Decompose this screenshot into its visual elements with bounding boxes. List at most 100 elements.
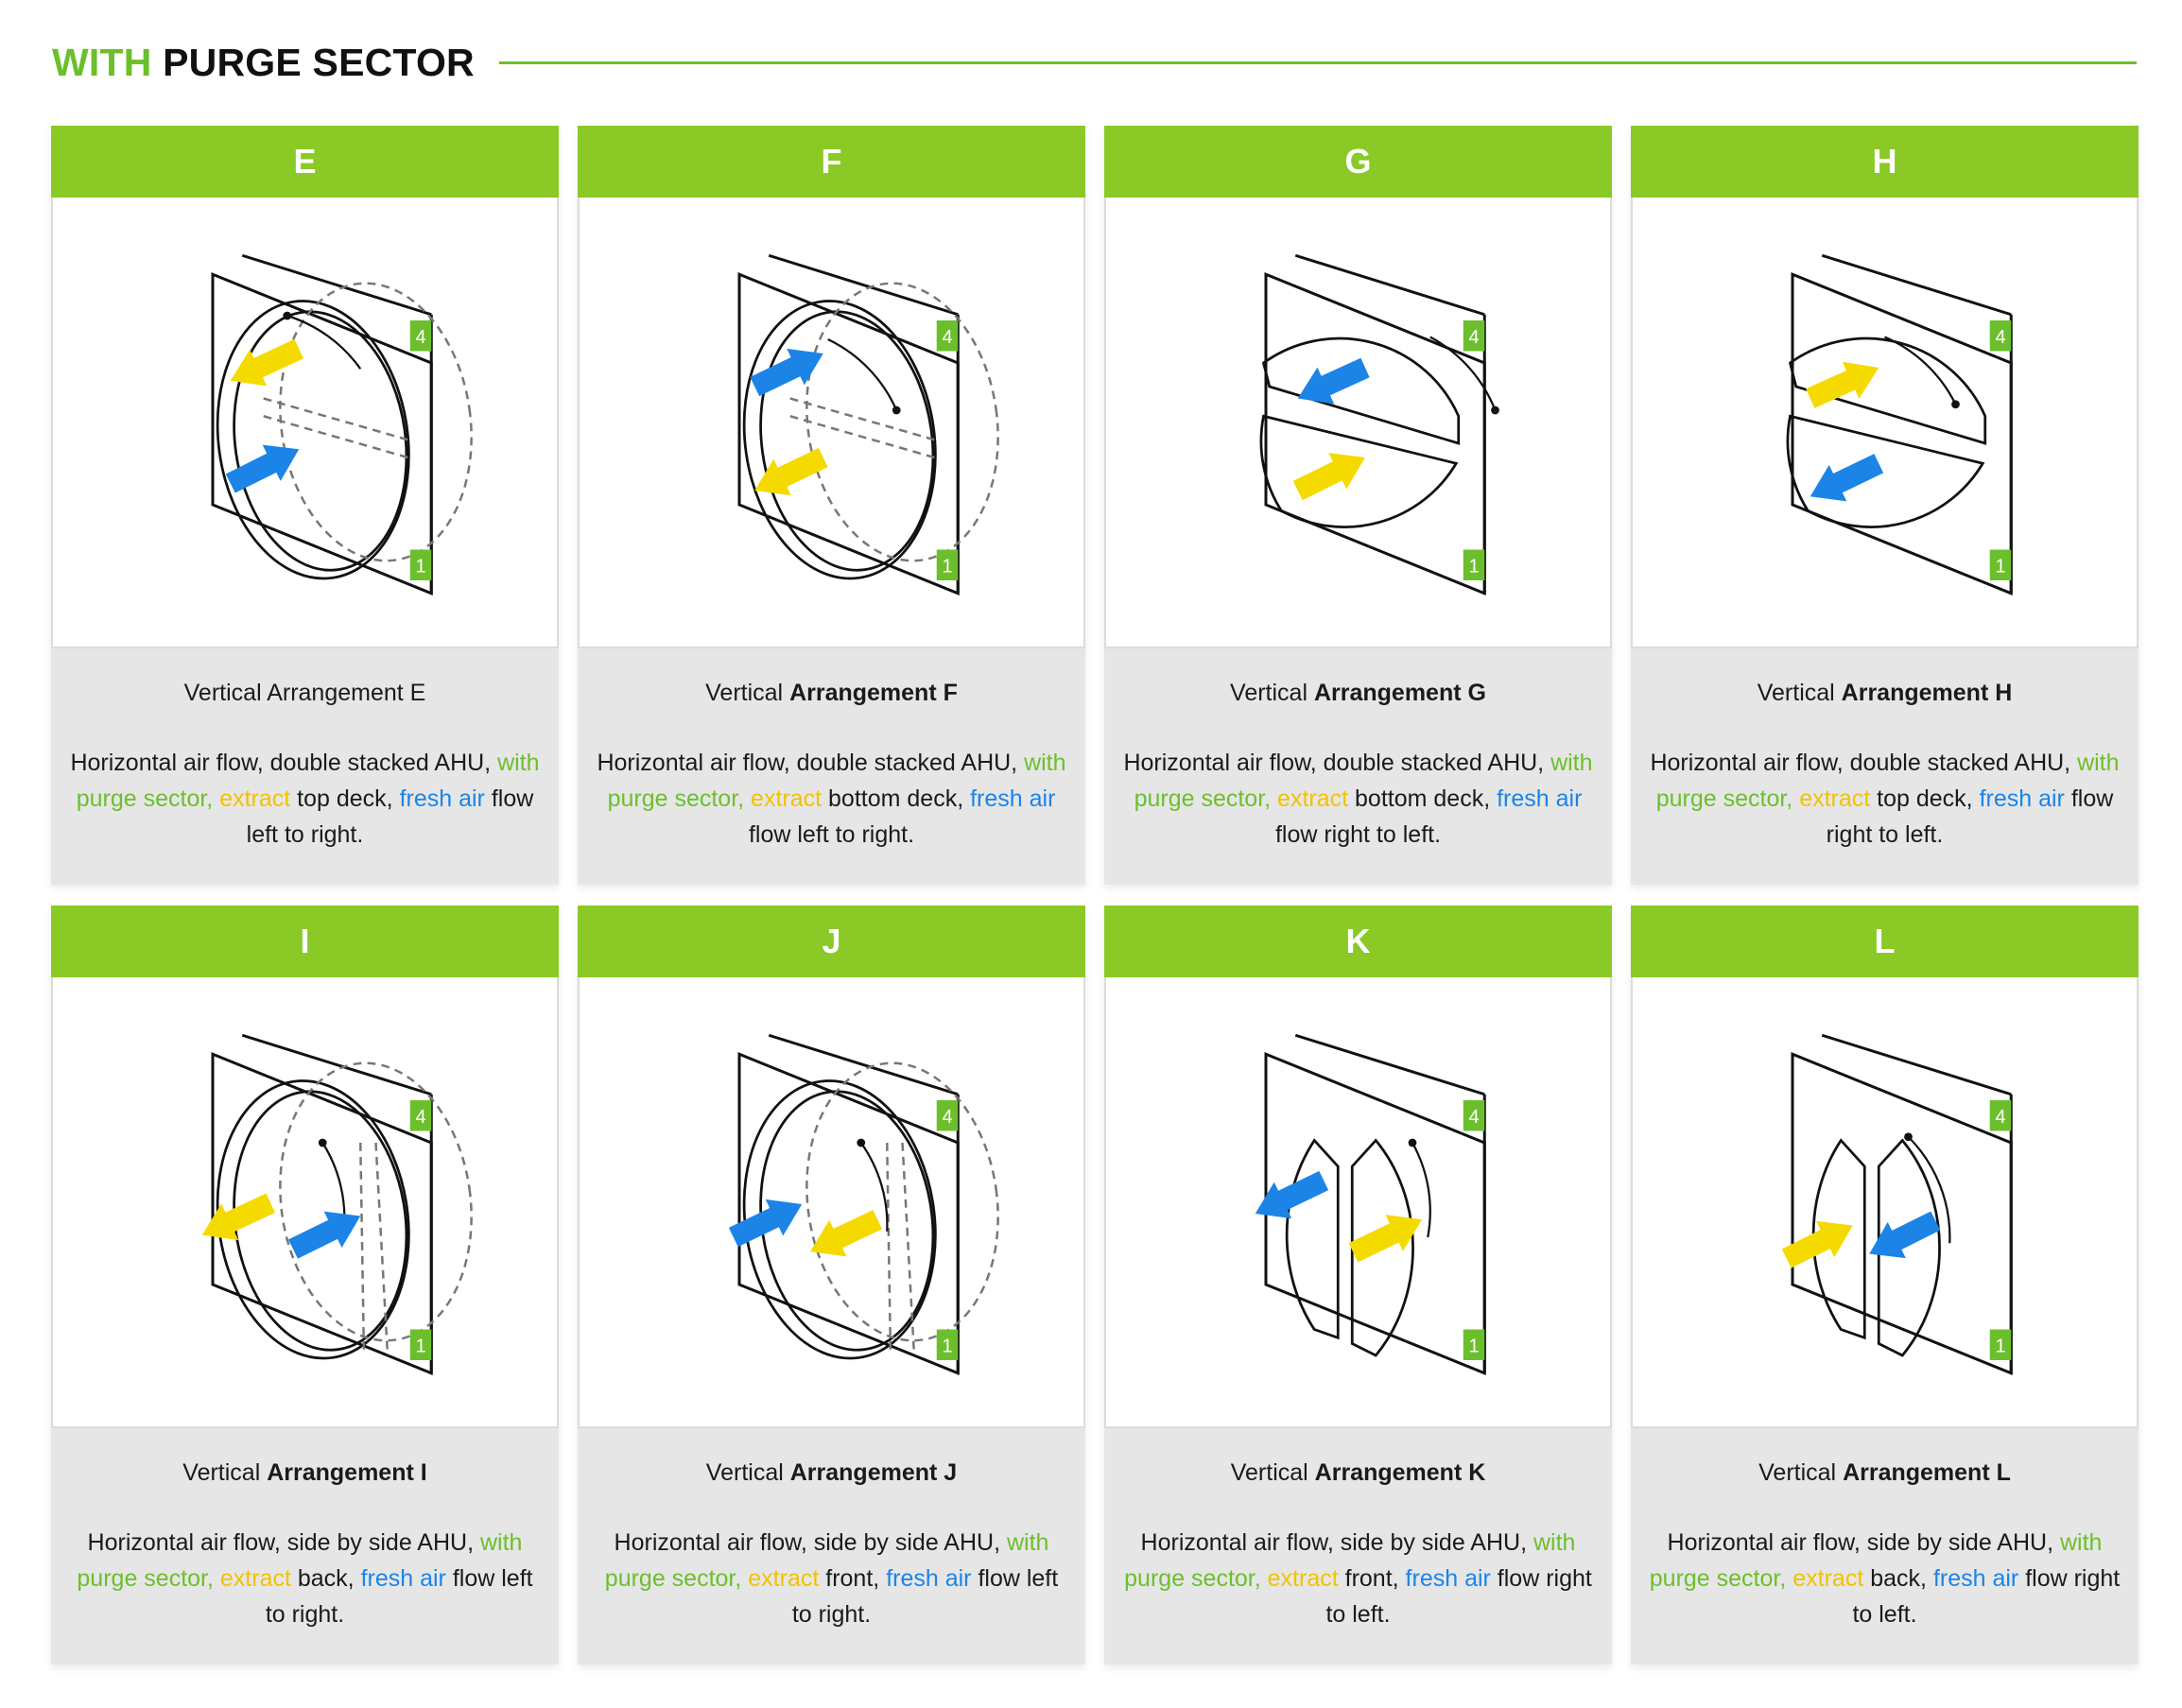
- ahu-diagram: 41: [1781, 1033, 2013, 1375]
- card-title-pre: Vertical: [1758, 1459, 1844, 1486]
- diagram-group: 41: [1781, 1033, 2013, 1375]
- card-text: Vertical Arrangement H Horizontal air fl…: [1631, 648, 2139, 853]
- rotation-arrow: [1411, 1142, 1431, 1238]
- desc-fresh-air: fresh air: [1932, 1565, 2019, 1592]
- desc-fresh-air: fresh air: [970, 785, 1056, 812]
- card-letter: E: [293, 142, 317, 181]
- section-divider: [498, 60, 2137, 64]
- desc-purge: with purge sector,: [604, 1529, 1049, 1592]
- card-header: H: [1631, 126, 2139, 198]
- housing-top-edge: [1821, 253, 2012, 317]
- rotor-bottom-half: [1259, 414, 1459, 528]
- desc-fresh-air: fresh air: [399, 785, 485, 812]
- desc-part-3: flow right to left.: [1325, 1565, 1592, 1628]
- badge-1: 1: [936, 1329, 959, 1360]
- card-letter: H: [1872, 142, 1897, 181]
- desc-extract: extract: [219, 1565, 291, 1592]
- blue-flow-arrow: [1297, 357, 1370, 405]
- diagram-group: 41: [737, 253, 999, 595]
- badge-4-label: 4: [415, 327, 425, 348]
- desc-part-3: flow left to right.: [246, 785, 534, 848]
- yellow-flow-arrow: [1781, 1220, 1853, 1268]
- blue-flow-arrow: [1255, 1170, 1329, 1219]
- rotor-top-half: [1261, 336, 1461, 445]
- desc-part-1: Horizontal air flow, side by side AHU,: [1667, 1529, 2060, 1556]
- desc-part-2: back,: [1863, 1565, 1933, 1592]
- card-description: Horizontal air flow, side by side AHU, w…: [66, 1525, 544, 1632]
- desc-purge: with purge sector,: [1124, 1529, 1576, 1592]
- desc-fresh-air: fresh air: [360, 1565, 446, 1592]
- card-description: Horizontal air flow, double stacked AHU,…: [593, 745, 1070, 853]
- yellow-flow-arrow: [1348, 1215, 1422, 1263]
- purge-sector-dashed: [359, 1142, 390, 1356]
- card-header: K: [1104, 906, 1612, 977]
- ahu-diagram: 41: [1255, 1033, 1486, 1375]
- card-header: L: [1631, 906, 2139, 977]
- purge-sector-dashed: [263, 397, 408, 459]
- card-title-pre: Vertical: [182, 1459, 268, 1486]
- desc-part-3: flow left to right.: [265, 1565, 533, 1628]
- card-title-bold: Arrangement L: [1843, 1459, 2011, 1486]
- section-title-accent: WITH: [52, 40, 152, 84]
- badge-4-label: 4: [1995, 327, 2005, 348]
- card-title: Vertical Arrangement K: [1119, 1455, 1597, 1491]
- card-description: Horizontal air flow, double stacked AHU,…: [1646, 745, 2123, 853]
- arrangement-card-h: H 4 1 Vertical Arrangement H Horizontal a…: [1631, 126, 2139, 885]
- card-letter: J: [822, 922, 841, 960]
- badge-4-label: 4: [1995, 1107, 2005, 1128]
- card-title: Vertical Arrangement I: [66, 1455, 544, 1491]
- card-title-bold: Arrangement H: [1841, 680, 2013, 706]
- purge-sector-dashed: [789, 397, 935, 459]
- badge-1: 1: [1989, 549, 2012, 580]
- card-text: Vertical Arrangement L Horizontal air fl…: [1631, 1428, 2139, 1632]
- rotor-back-dashed: [805, 1061, 999, 1342]
- yellow-flow-arrow: [810, 1210, 883, 1257]
- desc-part-2: front,: [1338, 1565, 1406, 1592]
- badge-1: 1: [409, 1329, 432, 1360]
- badge-1-label: 1: [942, 1336, 952, 1356]
- card-title: Vertical Arrangement L: [1646, 1455, 2123, 1491]
- badge-1: 1: [936, 549, 959, 580]
- rotation-arrow: [827, 337, 898, 411]
- card-title-pre: Vertical: [705, 1459, 790, 1486]
- rotor-right-half: [1350, 1138, 1414, 1357]
- desc-extract: extract: [1792, 1565, 1864, 1592]
- badge-4: 4: [936, 320, 959, 352]
- blue-flow-arrow: [728, 1199, 803, 1248]
- desc-part-2: top deck,: [1870, 785, 1980, 812]
- card-letter: I: [300, 922, 310, 960]
- card-title-pre: Vertical: [1230, 1459, 1315, 1486]
- card-text: Vertical Arrangement K Horizontal air fl…: [1104, 1428, 1612, 1632]
- badge-4: 4: [1989, 1100, 2012, 1131]
- badge-1: 1: [1463, 1329, 1485, 1360]
- card-title-bold: Arrangement J: [789, 1459, 958, 1486]
- rotation-arrow-tip: [283, 311, 292, 320]
- ahu-diagram: 41: [211, 253, 473, 595]
- badge-1-label: 1: [942, 556, 952, 577]
- housing-top-edge: [1821, 1033, 2012, 1096]
- desc-part-2: back,: [290, 1565, 361, 1592]
- desc-part-1: Horizontal air flow, double stacked AHU,: [597, 750, 1025, 776]
- rotor-back-dashed: [279, 1061, 473, 1342]
- card-description: Horizontal air flow, double stacked AHU,…: [1119, 745, 1597, 853]
- desc-purge: with purge sector,: [1134, 750, 1593, 812]
- desc-part-1: Horizontal air flow, double stacked AHU,: [1650, 750, 2078, 776]
- housing-front: [1791, 272, 2013, 595]
- card-title-pre: Vertical: [705, 680, 790, 706]
- card-description: Horizontal air flow, side by side AHU, w…: [1119, 1525, 1597, 1632]
- desc-part-2: top deck,: [290, 785, 400, 812]
- card-title: Vertical Arrangement F: [593, 675, 1070, 711]
- yellow-flow-arrow: [230, 338, 303, 387]
- diagram-group: 41: [201, 1033, 473, 1375]
- housing-top-edge: [241, 253, 432, 317]
- badge-4: 4: [1463, 320, 1485, 352]
- rotor-inner: [759, 310, 935, 572]
- badge-4-label: 4: [942, 327, 952, 348]
- desc-purge: with purge sector,: [76, 750, 540, 812]
